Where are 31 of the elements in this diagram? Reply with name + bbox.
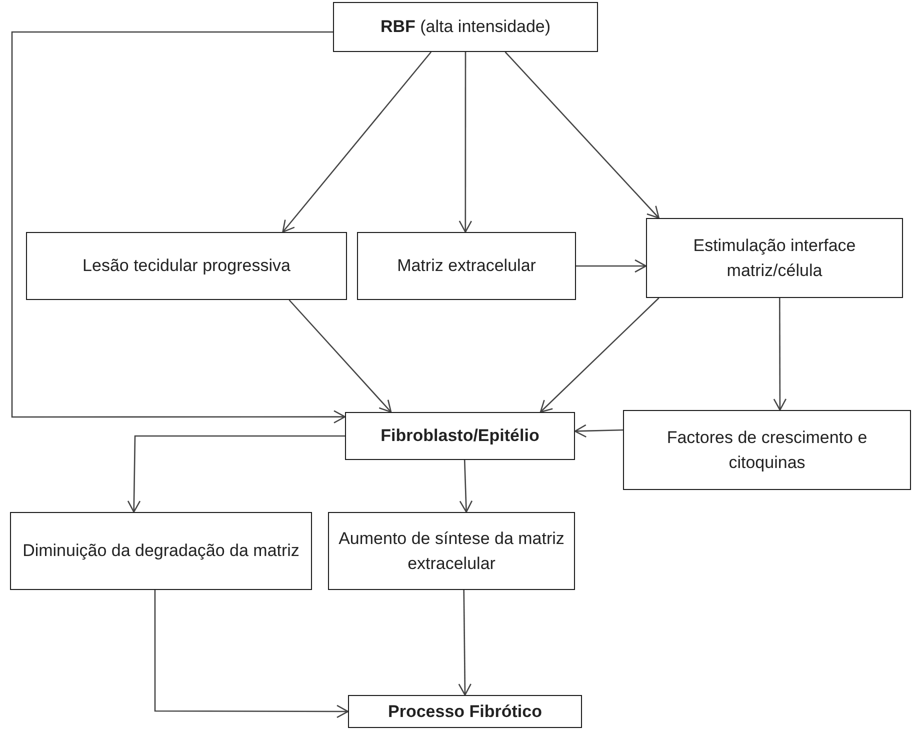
process-box <box>10 512 312 590</box>
arrow <box>458 52 472 233</box>
process-box <box>345 412 575 460</box>
box-label: Diminuição da degradação da matriz <box>22 540 300 562</box>
box-label: RBF (alta intensidade) <box>380 16 551 38</box>
box-label: Processo Fibrótico <box>388 700 542 723</box>
box-label: Fibroblasto/Epitélio <box>380 425 540 448</box>
arrow <box>459 460 473 513</box>
arrow <box>127 435 345 513</box>
arrow <box>576 259 647 273</box>
process-box <box>348 695 582 728</box>
process-box <box>357 232 576 300</box>
box-label: Matriz extracelular <box>397 255 536 278</box>
process-box <box>333 2 598 52</box>
arrow <box>288 300 392 413</box>
process-box <box>646 218 903 298</box>
process-box <box>26 232 347 300</box>
arrow <box>540 298 660 413</box>
arrow <box>11 31 346 424</box>
arrow <box>773 298 787 411</box>
arrow <box>504 52 660 219</box>
arrow <box>574 424 624 438</box>
box-label: Lesão tecidular progressiva <box>82 255 290 278</box>
arrow <box>154 590 349 718</box>
box-label: Estimulação interface matriz/célula <box>692 234 857 282</box>
arrow <box>458 590 472 696</box>
process-box <box>623 410 911 490</box>
box-label: Aumento de síntese da matriz extracelular <box>338 528 566 575</box>
process-box <box>328 512 575 590</box>
arrow <box>282 52 432 233</box>
box-label: Factores de crescimento e citoquinas <box>666 426 868 474</box>
